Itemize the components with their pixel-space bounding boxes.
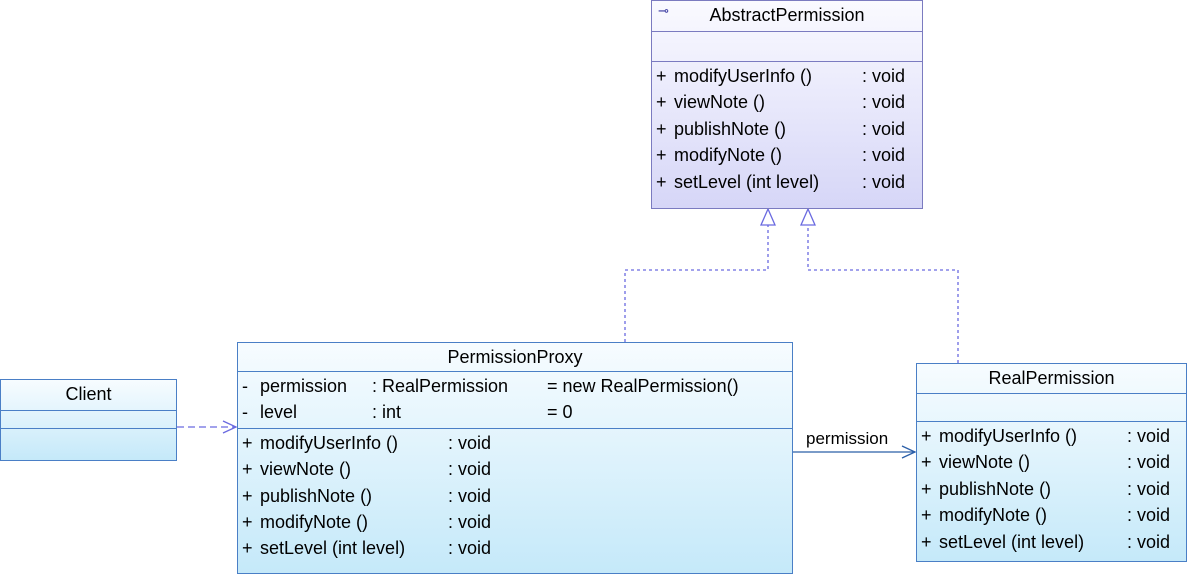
proxy-realization-arrowhead (760, 207, 776, 226)
real-permission-attributes (917, 394, 1186, 422)
real-realization-line (807, 225, 959, 363)
abstract-permission-operations: +modifyUserInfo (): void +viewNote (): v… (652, 62, 922, 197)
client-dependency-arrowhead (222, 420, 238, 434)
real-permission-name: RealPermission (988, 368, 1115, 388)
client-attributes (1, 411, 176, 429)
real-realization-arrowhead (800, 207, 816, 226)
operation-row: +setLevel (int level): void (921, 531, 1171, 552)
operation-row: +modifyUserInfo (): void (656, 66, 906, 86)
operation-row: +modifyUserInfo (): void (242, 432, 492, 453)
attribute-row: -permission: RealPermission= new RealPer… (242, 376, 739, 396)
proxy-realization-line (624, 225, 769, 342)
association-arrowhead (901, 445, 917, 459)
operation-row: +setLevel (int level): void (242, 538, 492, 559)
operation-row: +viewNote (): void (242, 459, 492, 480)
operation-row: +viewNote (): void (921, 452, 1171, 473)
association-label: permission (806, 429, 889, 448)
abstract-permission-attributes (652, 32, 922, 62)
operation-row: +modifyUserInfo (): void (921, 426, 1171, 446)
operation-row: +modifyNote (): void (921, 505, 1171, 526)
operation-row: +publishNote (): void (921, 478, 1171, 499)
real-permission-header: RealPermission (917, 364, 1186, 394)
operation-row: +modifyNote (): void (242, 511, 492, 532)
permission-proxy-attributes: -permission: RealPermission= new RealPer… (238, 372, 792, 429)
attribute-row: -level: int= 0 (242, 402, 573, 423)
operation-row: +modifyNote (): void (656, 145, 906, 166)
permission-proxy-operations: +modifyUserInfo (): void +viewNote (): v… (238, 429, 792, 564)
operation-row: +viewNote (): void (656, 92, 906, 113)
abstract-permission-header: ⊸ AbstractPermission (652, 1, 922, 32)
real-permission-class[interactable]: RealPermission +modifyUserInfo (): void … (916, 363, 1187, 562)
operation-row: +publishNote (): void (242, 485, 492, 506)
permission-proxy-name: PermissionProxy (447, 347, 583, 367)
permission-proxy-class[interactable]: PermissionProxy -permission: RealPermiss… (237, 342, 793, 574)
abstract-permission-class[interactable]: ⊸ AbstractPermission +modifyUserInfo ():… (651, 0, 923, 209)
client-operations (1, 429, 176, 460)
operation-row: +publishNote (): void (656, 118, 906, 139)
real-permission-operations: +modifyUserInfo (): void +viewNote (): v… (917, 422, 1186, 557)
client-class[interactable]: Client (0, 379, 177, 461)
permission-proxy-header: PermissionProxy (238, 343, 792, 372)
operation-row: +setLevel (int level): void (656, 171, 906, 192)
abstract-class-icon: ⊸ (658, 3, 669, 18)
client-name: Client (65, 384, 112, 404)
abstract-permission-name: AbstractPermission (709, 5, 865, 25)
client-header: Client (1, 380, 176, 411)
